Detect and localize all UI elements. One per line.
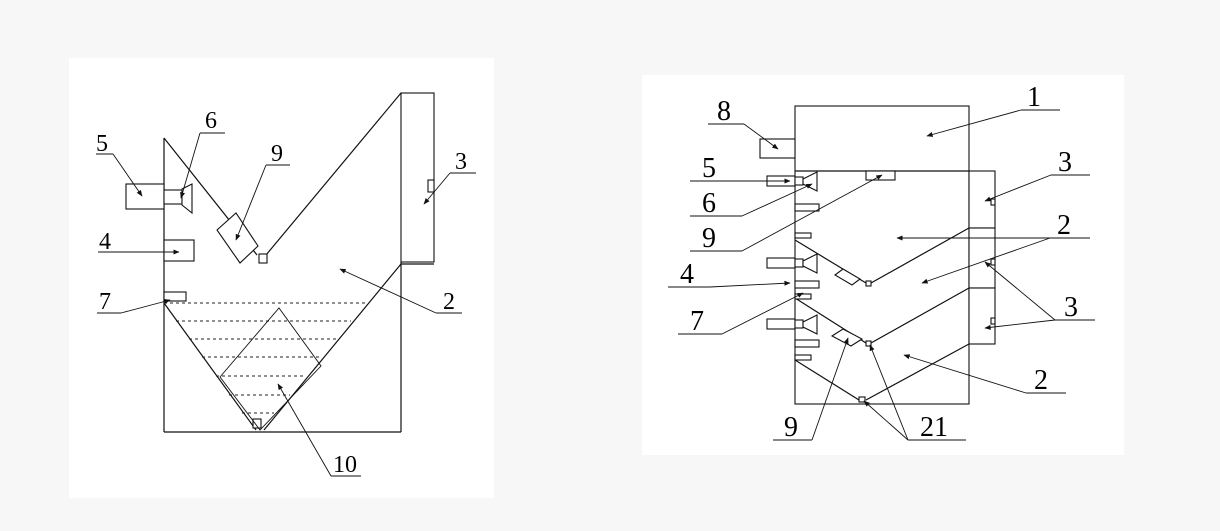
left-hopper-outlet xyxy=(252,418,262,429)
left-nozzle-part6 xyxy=(181,183,193,215)
left-label-4: 4 xyxy=(99,229,111,255)
left-column-nozzle xyxy=(427,179,435,193)
left-hopper-left xyxy=(163,302,257,431)
right-funnel-1-outlet xyxy=(865,280,872,287)
left-box-part4 xyxy=(163,239,195,262)
right-label-3a: 3 xyxy=(1058,147,1072,178)
left-funnel-outlet xyxy=(258,253,268,264)
right-label-3b: 3 xyxy=(1064,292,1078,323)
right-column-2 xyxy=(968,227,996,289)
left-funnel-right xyxy=(265,92,402,256)
left-hopper-right xyxy=(263,263,402,431)
left-column-part3 xyxy=(400,92,435,263)
left-apparatus: 5 6 9 3 4 7 2 10 xyxy=(96,92,476,478)
right-column-nozzle-1 xyxy=(990,198,996,206)
right-label-8: 8 xyxy=(717,96,731,127)
left-liquid-lines xyxy=(164,302,366,414)
right-label-4: 4 xyxy=(680,259,694,290)
left-label-9: 9 xyxy=(271,141,283,167)
right-label-9b: 9 xyxy=(784,412,798,443)
right-leader-lines xyxy=(668,109,1095,441)
right-label-2a: 2 xyxy=(1057,210,1071,241)
left-label-10: 10 xyxy=(333,452,357,478)
right-label-9a: 9 xyxy=(702,223,716,254)
left-diamond-part10 xyxy=(219,307,322,431)
right-column-nozzle-2 xyxy=(990,258,996,266)
right-funnel-3-right xyxy=(865,343,970,401)
right-funnel-2-outlet xyxy=(865,340,872,347)
right-column-3 xyxy=(968,287,996,345)
right-funnel-1-right xyxy=(870,227,970,284)
right-column-nozzle-3 xyxy=(990,317,996,325)
left-box-part5 xyxy=(125,183,165,210)
left-label-6: 6 xyxy=(205,108,217,134)
right-funnel-3-outlet xyxy=(858,396,866,403)
left-label-2: 2 xyxy=(443,289,455,315)
right-funnel-2-right xyxy=(870,287,970,344)
left-label-5: 5 xyxy=(96,131,108,157)
left-connector xyxy=(163,189,183,205)
right-label-1: 1 xyxy=(1027,82,1041,113)
right-tank-body xyxy=(794,105,970,405)
left-label-7: 7 xyxy=(99,289,111,315)
left-block-part9 xyxy=(216,212,259,264)
left-label-3: 3 xyxy=(455,149,467,175)
left-box-part7 xyxy=(163,291,187,302)
right-label-6: 6 xyxy=(702,188,716,219)
right-label-21: 21 xyxy=(920,412,948,443)
right-label-7: 7 xyxy=(690,306,704,337)
right-apparatus: 8 1 5 3 6 2 9 4 3 7 2 9 21 xyxy=(668,82,1095,443)
right-label-5: 5 xyxy=(702,153,716,184)
right-plate-1 xyxy=(834,268,861,286)
right-label-2b: 2 xyxy=(1034,365,1048,396)
left-leader-lines xyxy=(96,132,476,477)
right-funnel-3-left xyxy=(794,359,860,401)
